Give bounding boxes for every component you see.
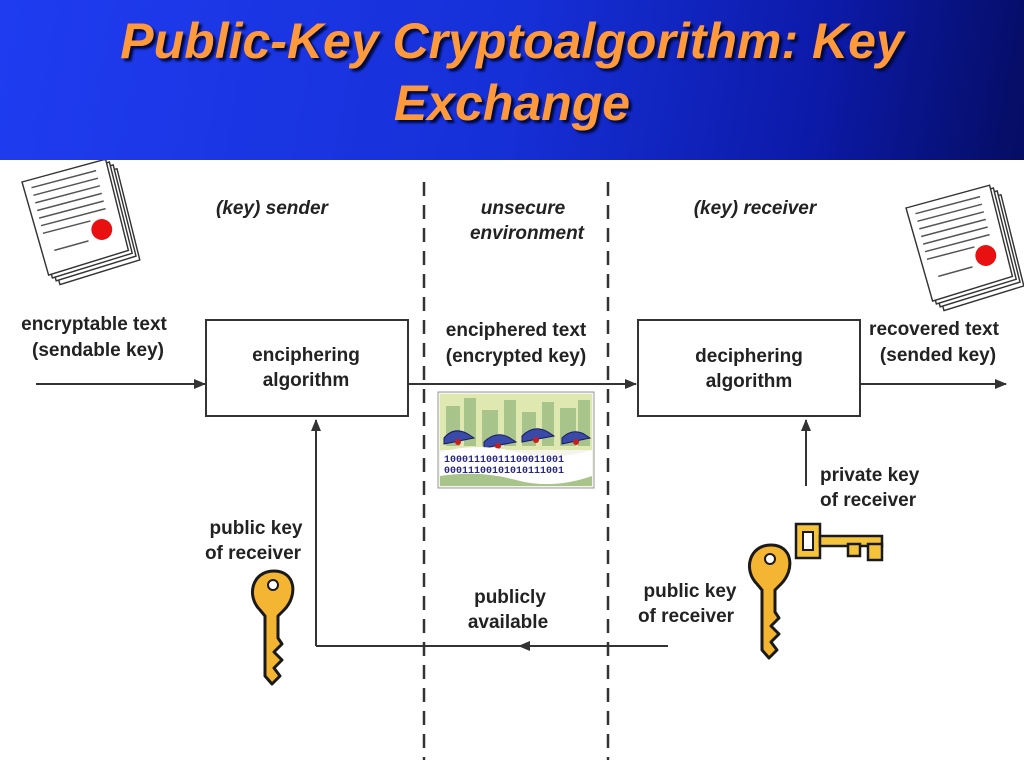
deciphering-label-1: deciphering <box>695 346 803 367</box>
seal-icon <box>91 219 113 240</box>
output-label-2: (sended key) <box>880 345 996 366</box>
output-label-1: recovered text <box>869 319 1000 340</box>
channel-label-2: (encrypted key) <box>446 346 586 367</box>
document-stack-icon <box>21 160 141 286</box>
public-key-sender-label-1: public key <box>210 518 303 539</box>
private-key-label-2: of receiver <box>820 490 917 511</box>
zone-sender-label: (key) sender <box>216 198 330 219</box>
title-line-2: Exchange <box>393 75 631 131</box>
diagram-panel: (key) sender unsecure environment (key) … <box>0 160 1024 768</box>
private-key-label-1: private key <box>820 465 920 486</box>
public-key-sender-label-2: of receiver <box>205 543 302 564</box>
binary-text-1: 10001110011100011001 <box>444 455 564 466</box>
enciphering-algorithm-box <box>205 319 409 417</box>
zone-unsecure-label-1: unsecure <box>481 198 566 219</box>
zone-unsecure-label-2: environment <box>470 223 585 244</box>
deciphering-algorithm-box <box>637 319 861 417</box>
seal-icon <box>975 245 997 266</box>
public-key-receiver-label-1: public key <box>644 581 737 602</box>
enciphering-label-1: enciphering <box>252 345 360 366</box>
key-icon <box>251 569 295 686</box>
return-arrowhead <box>518 641 530 651</box>
input-label-1: encryptable text <box>21 314 167 335</box>
binary-text-2: 00011100101010111001 <box>444 466 564 477</box>
key-icon <box>748 543 792 660</box>
publicly-label-1: publicly <box>474 587 546 608</box>
enciphering-label-2: algorithm <box>263 370 350 391</box>
city-traffic-clipart-icon: 10001110011100011001 0001110010101011100… <box>437 391 595 489</box>
public-key-receiver-label-2: of receiver <box>638 606 735 627</box>
key-exchange-diagram: (key) sender unsecure environment (key) … <box>21 160 1024 760</box>
document-stack-icon <box>905 184 1024 312</box>
channel-label-1: enciphered text <box>446 320 587 341</box>
input-label-2: (sendable key) <box>32 340 164 361</box>
deciphering-label-2: algorithm <box>706 371 793 392</box>
title-line-1: Public-Key Cryptoalgorithm: Key <box>120 13 904 69</box>
zone-receiver-label: (key) receiver <box>694 198 818 219</box>
key-icon <box>794 522 884 562</box>
publicly-label-2: available <box>468 612 548 633</box>
